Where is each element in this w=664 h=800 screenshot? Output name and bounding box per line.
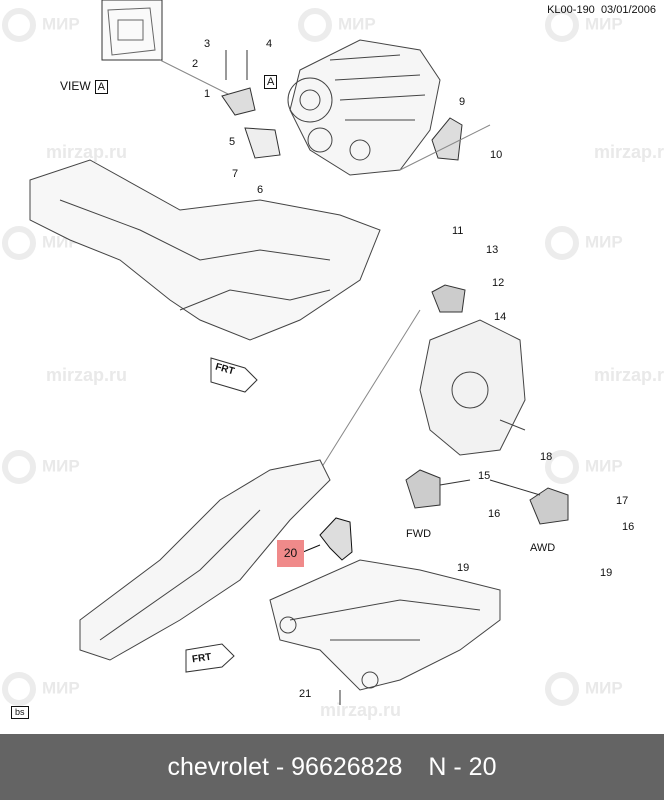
callout: 16	[622, 521, 635, 533]
subframe	[269, 559, 501, 691]
mount-9	[431, 117, 463, 161]
part-number: chevrolet - 96626828	[167, 752, 403, 781]
callout: 3	[204, 38, 211, 50]
awd-label: AWD	[530, 542, 556, 554]
callout: 5	[229, 136, 236, 148]
callout: 2	[192, 58, 199, 70]
mount-15-fwd	[405, 469, 441, 509]
callout: 10	[490, 149, 503, 161]
frame-upper	[29, 159, 381, 341]
callout: 6	[257, 184, 264, 196]
bracket-5	[244, 127, 281, 159]
callout: 11	[452, 225, 464, 237]
watermark-url: mirzap.ru	[46, 365, 128, 385]
callout: 18	[540, 451, 553, 463]
callout: 14	[494, 311, 507, 323]
callout: 21	[299, 688, 312, 700]
bracket-1	[221, 87, 256, 116]
watermark-url: mirzap.ru	[46, 142, 128, 162]
parts-diagram	[29, 0, 569, 705]
transaxle	[419, 319, 526, 456]
callout: 12	[492, 277, 505, 289]
bs-marker: bs	[11, 706, 29, 719]
callout: 19	[600, 567, 613, 579]
diagram-header: KL00-190 03/01/2006	[547, 4, 656, 16]
frt-arrow-icon	[185, 643, 235, 673]
view-ref-box: A	[94, 80, 109, 94]
callout: 13	[486, 244, 499, 256]
callout: 19	[457, 562, 470, 574]
engine	[287, 39, 441, 176]
callout: 1	[204, 88, 211, 100]
diagram-code: KL00-190	[547, 4, 595, 16]
callout: 17	[616, 495, 629, 507]
mount-12	[431, 284, 466, 313]
fwd-label: FWD	[406, 528, 432, 540]
frame-rail	[79, 459, 331, 661]
position-number: N - 20	[428, 752, 497, 781]
footer-bar: chevrolet - 96626828 N - 20	[0, 734, 664, 800]
mount-15-awd	[529, 487, 569, 525]
frt-arrow-icon	[210, 357, 258, 393]
highlighted-callout[interactable]: 20	[277, 540, 304, 567]
mount-20	[319, 517, 353, 561]
callout: 16	[488, 508, 501, 520]
watermark-url: mirzap.ru	[594, 142, 664, 162]
callout: 7	[232, 168, 239, 180]
callout: 9	[459, 96, 466, 108]
view-ref-marker: A	[264, 75, 278, 89]
callout: 4	[266, 38, 273, 50]
watermark-url: mirzap.ru	[594, 365, 664, 385]
diagram-date: 03/01/2006	[600, 4, 656, 16]
callout: 15	[478, 470, 491, 482]
